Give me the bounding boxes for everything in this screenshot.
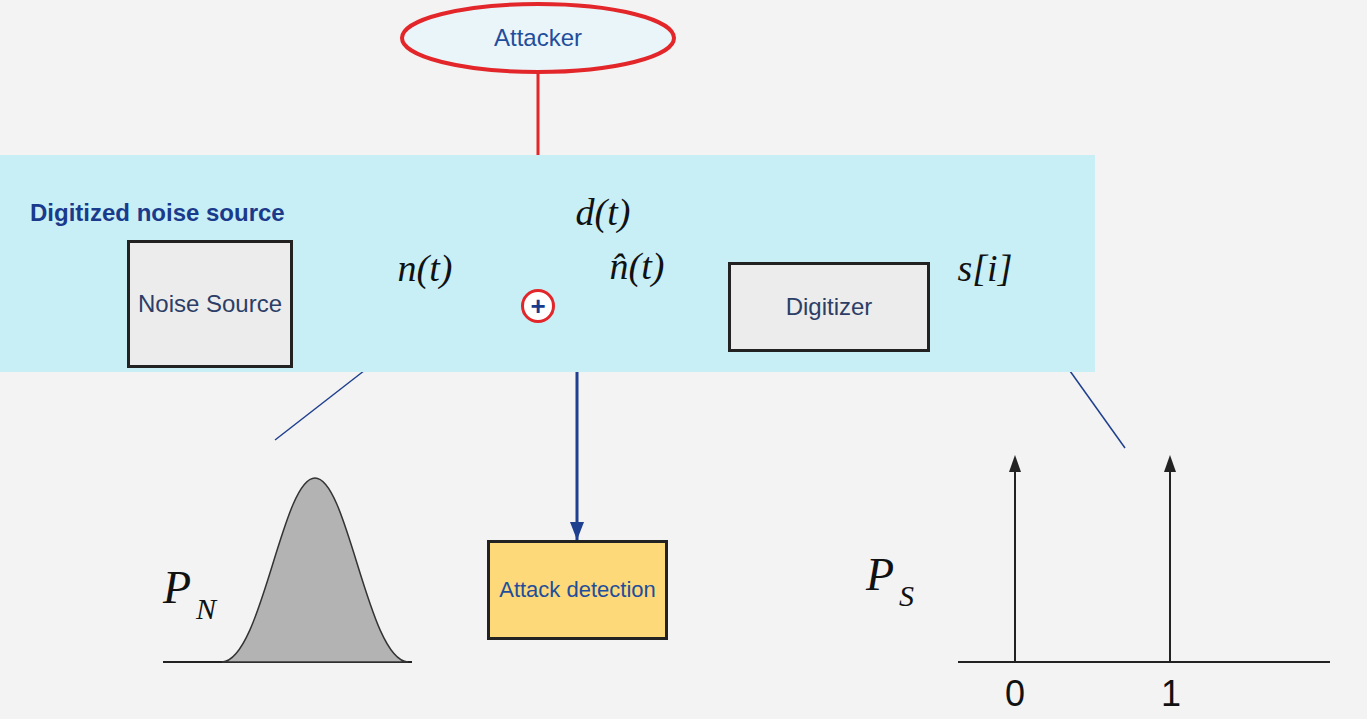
axis-value: 0 (1005, 676, 1025, 712)
signal-name: n̂(t) (610, 247, 665, 285)
noise-source-region: Digitized noise sourceNoise Source + Digit… (0, 155, 1095, 372)
arrow-head (1009, 455, 1021, 472)
ellipse-shape (402, 4, 674, 72)
node-label: Digitizer (786, 293, 873, 322)
node-label: Noise Source (138, 290, 282, 319)
distribution-subscript: S (899, 581, 914, 611)
gaussian-curve (222, 478, 408, 662)
region-title: Digitized noise source (30, 199, 285, 228)
node-label: Attack detection (499, 577, 656, 603)
axis-value: 1 (1161, 676, 1181, 712)
distribution-subscript: N (196, 594, 216, 624)
dirac-impulse (1169, 470, 1171, 662)
node-label: + (530, 293, 545, 319)
circle-shape (523, 291, 554, 322)
detector-box: Attack detection (487, 540, 668, 640)
distribution-symbol: P (866, 552, 894, 598)
distribution-symbol: P (163, 565, 191, 611)
process-box: Digitizer (728, 262, 930, 352)
signal-name: n(t) (398, 249, 453, 287)
summing-junction: + (521, 289, 555, 323)
arrow-head (1164, 455, 1176, 472)
signal-name: d(t) (576, 193, 631, 231)
signal-name: s[i] (958, 249, 1013, 287)
process-box: Noise Source (127, 240, 293, 368)
ps-axis (958, 661, 1330, 663)
attacker-ellipse: Attacker (400, 2, 676, 74)
node-label: Attacker (494, 24, 582, 53)
dirac-impulse (1014, 470, 1016, 662)
